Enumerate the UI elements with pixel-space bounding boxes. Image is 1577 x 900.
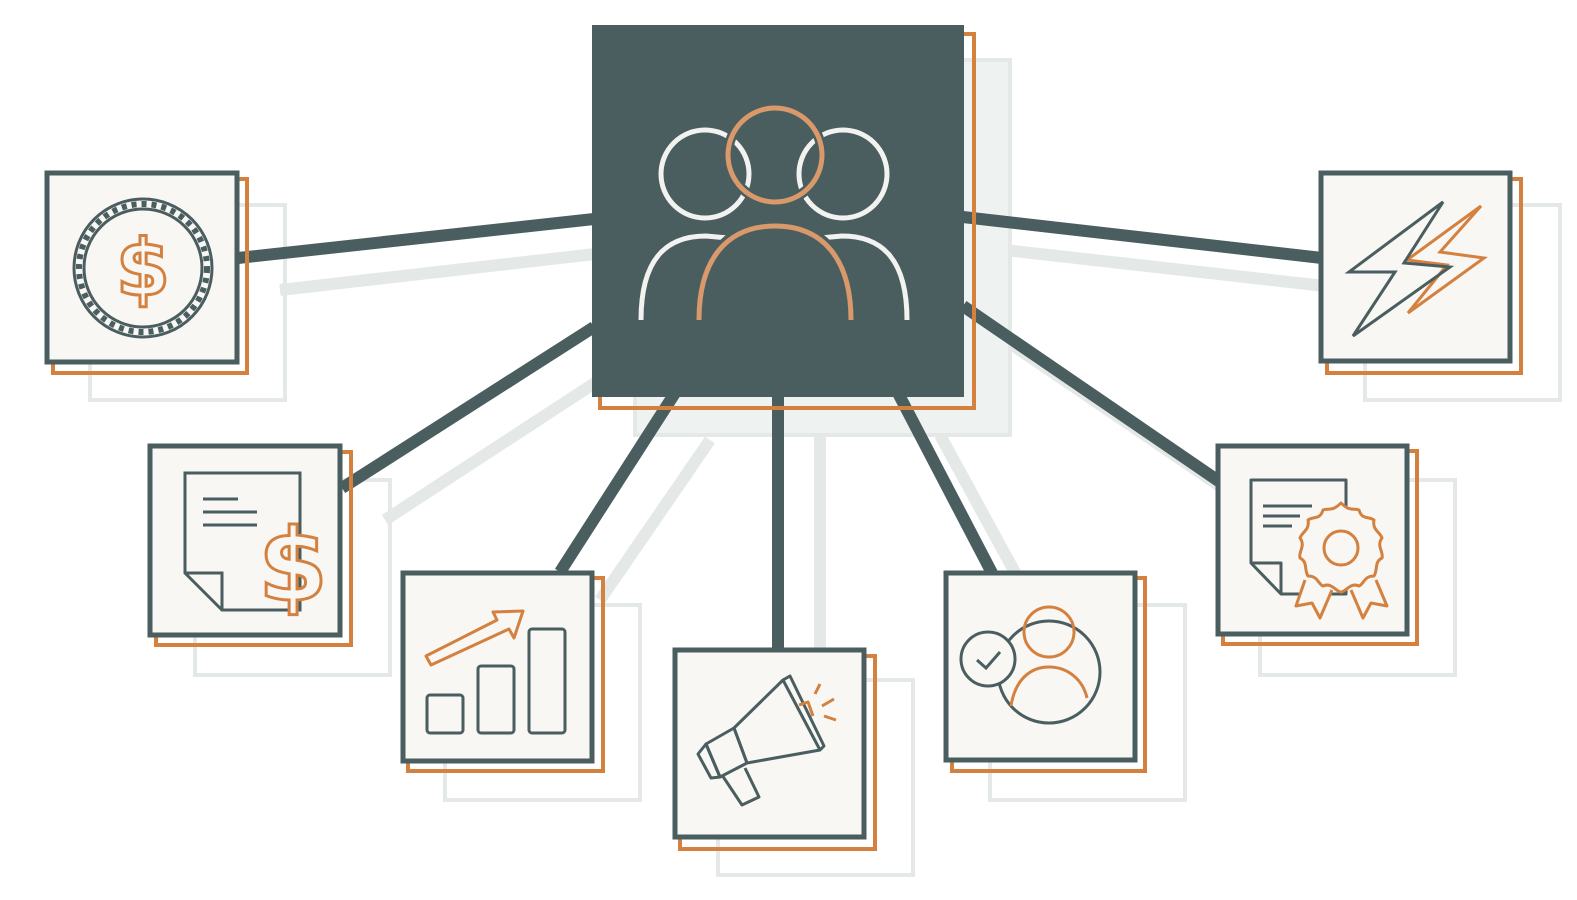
node-energy [1318,170,1523,375]
connector-certificate [959,301,1224,487]
node-invoice: $ [147,443,353,647]
hub-node [592,25,976,410]
user-group-icon [638,103,910,321]
connector-verified-user [892,390,998,576]
node-verified-user [943,570,1147,773]
connector-finance [237,213,595,264]
certificate-badge-icon [1249,478,1389,620]
svg-text:$: $ [258,507,328,624]
connector-growth [554,389,681,576]
node-growth [400,570,605,773]
connector-energy [962,211,1323,264]
node-finance: $ [44,170,249,375]
node-certificate [1215,443,1419,646]
svg-text:$: $ [116,224,170,314]
connector-invoice [338,321,598,494]
verified-user-icon [959,605,1102,725]
lightning-icon [1344,200,1488,338]
connectors [237,211,1323,650]
growth-chart-icon [424,609,567,735]
megaphone-icon [696,674,837,807]
invoice-dollar-icon: $ [183,471,329,626]
dollar-coin-icon: $ [72,197,214,339]
node-marketing [672,647,877,851]
